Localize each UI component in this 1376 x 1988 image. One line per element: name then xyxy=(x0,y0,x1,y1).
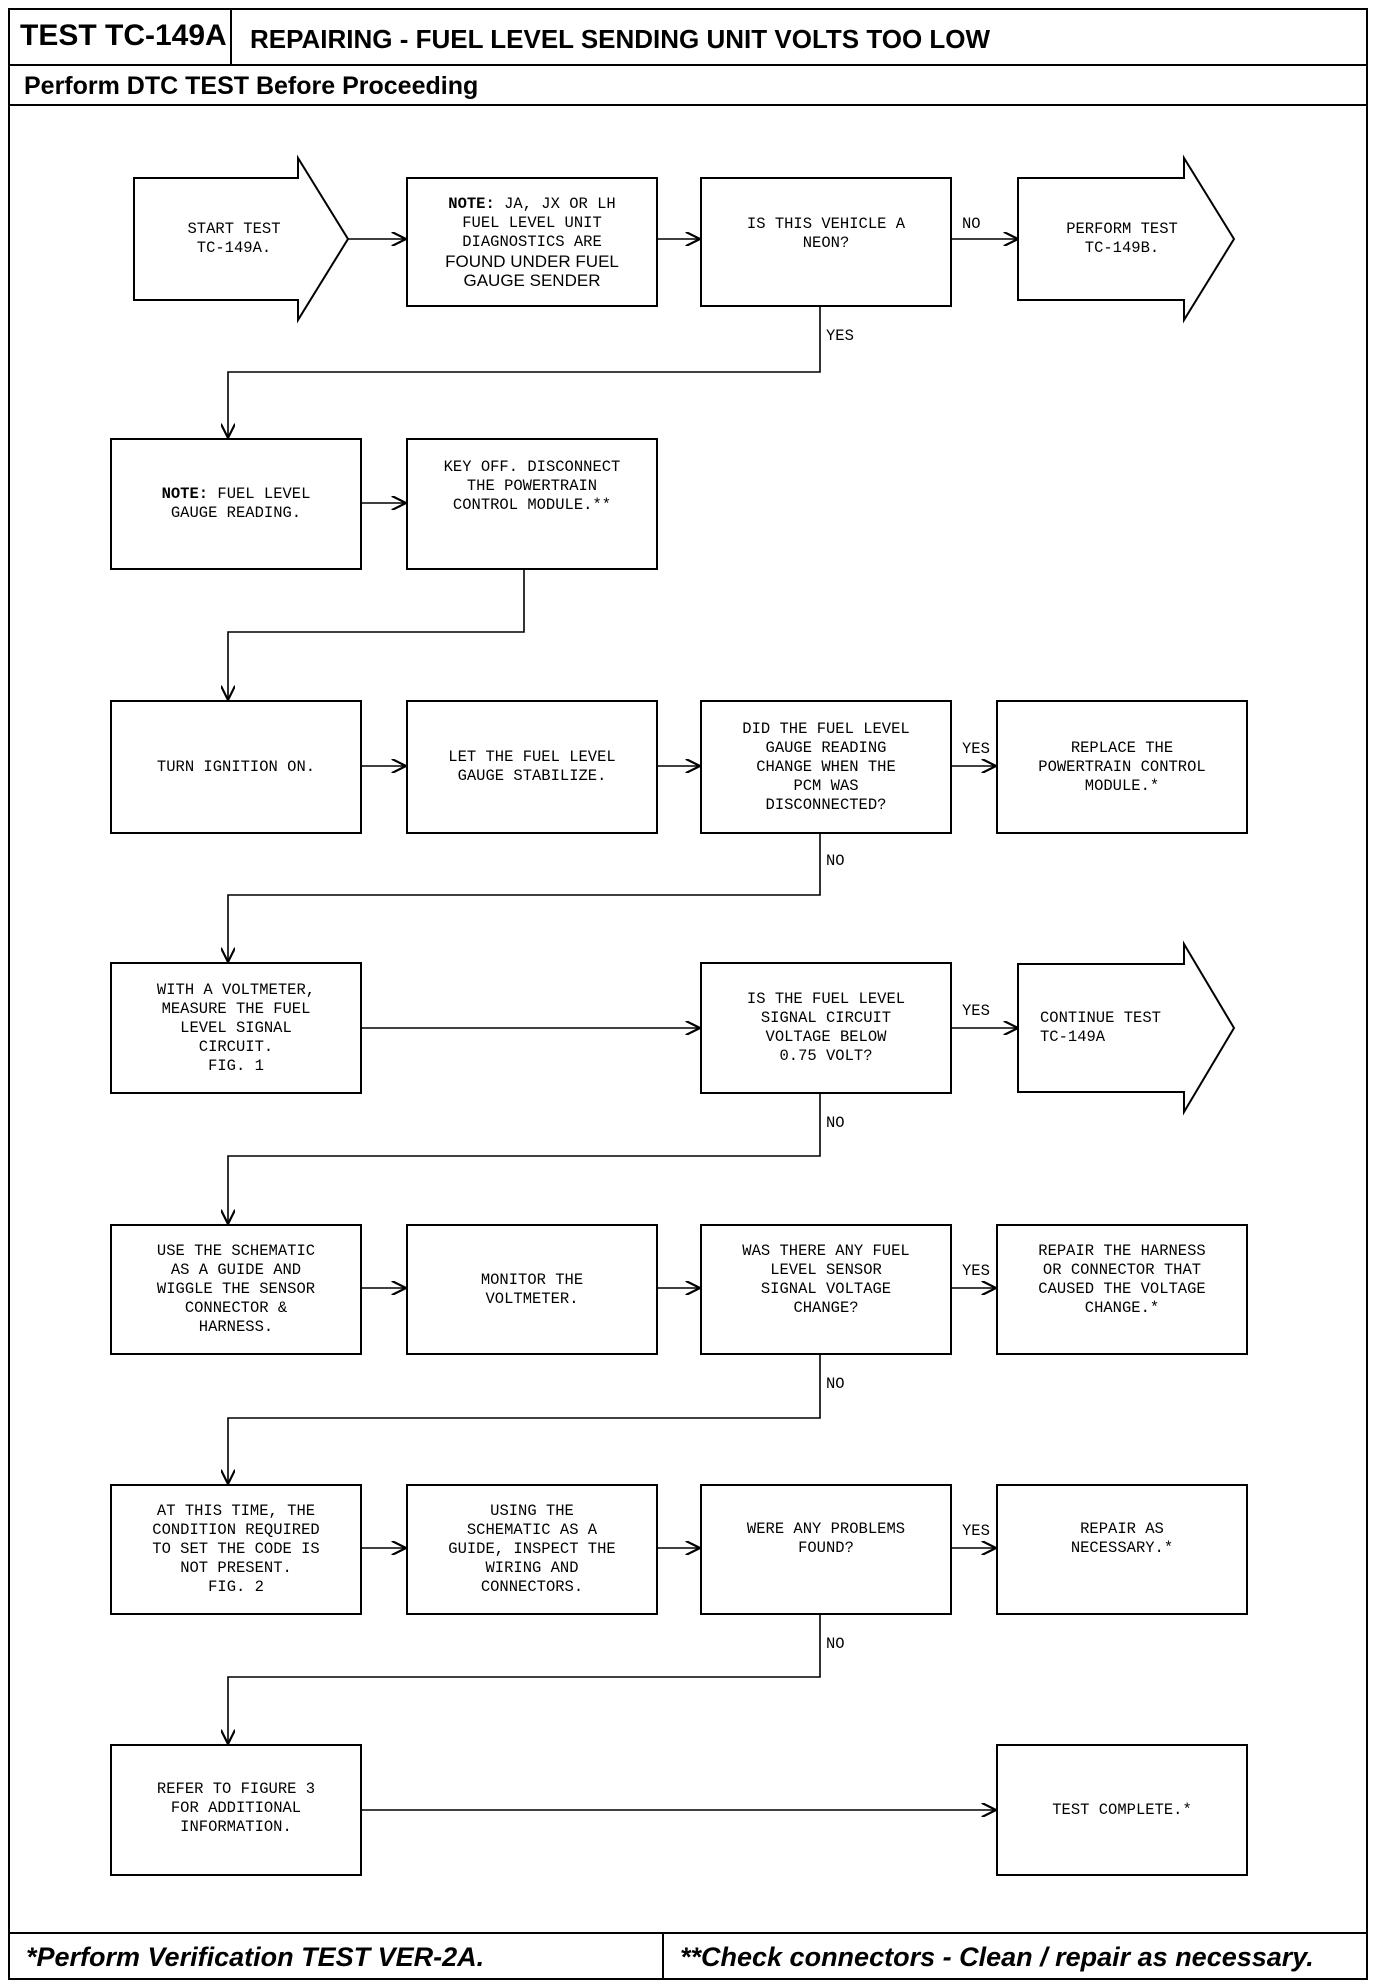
note-text-3: DIAGNOSTICS ARE xyxy=(462,232,602,251)
question-problems-found: WERE ANY PROBLEMS FOUND? xyxy=(700,1484,952,1615)
note-ja-jx-lh: NOTE: JA, JX OR LH FUEL LEVEL UNIT DIAGN… xyxy=(406,177,658,307)
note-text-1: JA, JX OR LH xyxy=(494,194,616,213)
start-arrow-shape xyxy=(133,154,350,324)
arrow-neon-yes xyxy=(228,307,821,438)
question-neon: IS THIS VEHICLE A NEON? xyxy=(700,177,952,307)
continue-149a-arrow-shape xyxy=(1017,940,1236,1116)
inspect-wiring: USING THE SCHEMATIC AS A GUIDE, INSPECT … xyxy=(406,1484,658,1615)
arrow-gauge-no xyxy=(228,832,821,962)
turn-ignition-on: TURN IGNITION ON. xyxy=(110,700,362,834)
footer-verification-note: *Perform Verification TEST VER-2A. xyxy=(26,1942,485,1972)
replace-pcm: REPLACE THE POWERTRAIN CONTROL MODULE.* xyxy=(996,700,1248,834)
measure-signal-circuit: WITH A VOLTMETER, MEASURE THE FUEL LEVEL… xyxy=(110,962,362,1094)
refer-figure-3: REFER TO FIGURE 3 FOR ADDITIONAL INFORMA… xyxy=(110,1744,362,1876)
footer-row xyxy=(8,1932,1368,1980)
footer-connector-note: **Check connectors - Clean / repair as n… xyxy=(680,1942,1314,1972)
note-text-2: GAUGE READING. xyxy=(170,504,302,522)
question-signal-change: WAS THERE ANY FUEL LEVEL SENSOR SIGNAL V… xyxy=(700,1224,952,1355)
note-text-1: FUEL LEVEL xyxy=(208,485,311,503)
arrow-keyoff-to-ignition xyxy=(228,568,525,700)
let-gauge-stabilize: LET THE FUEL LEVEL GAUGE STABILIZE. xyxy=(406,700,658,834)
footer-divider xyxy=(662,1932,664,1980)
note-text-4: FOUND UNDER FUEL xyxy=(445,251,619,271)
repair-harness-connector: REPAIR THE HARNESS OR CONNECTOR THAT CAU… xyxy=(996,1224,1248,1355)
label-no: NO xyxy=(826,1635,845,1653)
perform-149b-arrow-shape xyxy=(1017,154,1236,324)
continue-test-149a: CONTINUE TEST TC-149A xyxy=(1040,1009,1161,1046)
label-yes: YES xyxy=(962,1262,990,1280)
note-fuel-gauge: NOTE: FUEL LEVEL GAUGE READING. xyxy=(110,438,362,570)
note-label: NOTE: xyxy=(448,194,495,213)
condition-not-present: AT THIS TIME, THE CONDITION REQUIRED TO … xyxy=(110,1484,362,1615)
question-gauge-change: DID THE FUEL LEVEL GAUGE READING CHANGE … xyxy=(700,700,952,834)
label-no: NO xyxy=(826,1375,845,1393)
label-yes: YES xyxy=(826,327,854,345)
label-no: NO xyxy=(826,1114,845,1132)
repair-as-necessary: REPAIR AS NECESSARY.* xyxy=(996,1484,1248,1615)
key-off-disconnect-pcm: KEY OFF. DISCONNECT THE POWERTRAIN CONTR… xyxy=(406,438,658,570)
label-no: NO xyxy=(826,852,845,870)
start-test: START TEST TC-149A. xyxy=(187,220,281,257)
label-yes: YES xyxy=(962,1002,990,1020)
note-label: NOTE: xyxy=(161,485,209,503)
header-row xyxy=(8,8,1368,66)
label-yes: YES xyxy=(962,1522,990,1540)
note-text-5: GAUGE SENDER xyxy=(463,270,601,290)
arrow-problems-no xyxy=(228,1613,821,1744)
arrow-signal-no xyxy=(228,1353,821,1484)
page-frame xyxy=(8,8,1368,1980)
question-voltage-below: IS THE FUEL LEVEL SIGNAL CIRCUIT VOLTAGE… xyxy=(700,962,952,1094)
test-id: TEST TC-149A xyxy=(8,8,232,66)
wiggle-harness: USE THE SCHEMATIC AS A GUIDE AND WIGGLE … xyxy=(110,1224,362,1355)
page-subtitle: Perform DTC TEST Before Proceeding xyxy=(24,72,479,100)
page-title: REPAIRING - FUEL LEVEL SENDING UNIT VOLT… xyxy=(250,24,991,54)
subheader-row xyxy=(8,64,1368,106)
label-no: NO xyxy=(962,215,981,233)
perform-test-149b: PERFORM TEST TC-149B. xyxy=(1066,220,1178,257)
monitor-voltmeter: MONITOR THE VOLTMETER. xyxy=(406,1224,658,1355)
note-text-2: FUEL LEVEL UNIT xyxy=(462,213,602,232)
test-complete: TEST COMPLETE.* xyxy=(996,1744,1248,1876)
label-yes: YES xyxy=(962,740,990,758)
arrow-voltage-no xyxy=(228,1092,821,1224)
